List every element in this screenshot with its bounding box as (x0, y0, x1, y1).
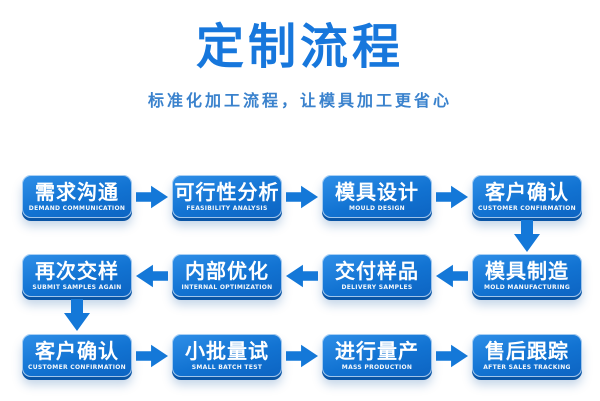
step-title-zh: 再次交样 (35, 258, 119, 283)
step-caption-en: DEMAND COMMUNICATION (28, 204, 126, 212)
arrow-left-icon (286, 264, 318, 287)
connector (432, 175, 472, 218)
step-customer-confirmation-1: 客户确认 CUSTOMER CONFIRMATION (472, 175, 582, 218)
arrow-right-icon (286, 185, 318, 208)
arrow-left-icon (436, 264, 468, 287)
step-mould-design: 模具设计 MOULD DESIGN (322, 175, 432, 218)
step-caption-en: CUSTOMER CONFIRMATION (28, 363, 126, 371)
step-title-zh: 模具制造 (485, 258, 569, 283)
step-small-batch-test: 小批量试 SMALL BATCH TEST (172, 334, 282, 377)
connector (132, 254, 172, 297)
flow-row-1: 需求沟通 DEMAND COMMUNICATION 可行性分析 FEASIBIL… (22, 175, 582, 218)
step-title-zh: 交付样品 (335, 258, 419, 283)
arrow-right-icon (136, 344, 168, 367)
arrow-left-icon (136, 264, 168, 287)
step-caption-en: SMALL BATCH TEST (191, 363, 263, 371)
page-title: 定制流程 (195, 19, 404, 75)
step-title-zh: 小批量试 (185, 338, 269, 363)
step-title-zh: 客户确认 (35, 338, 119, 363)
step-title-zh: 需求沟通 (35, 179, 119, 204)
arrow-right-icon (286, 344, 318, 367)
step-mold-manufacturing: 模具制造 MOLD MANUFACTURING (472, 254, 582, 297)
connector (432, 254, 472, 297)
step-title-zh: 内部优化 (185, 258, 269, 283)
arrow-right-icon (436, 185, 468, 208)
step-mass-production: 进行量产 MASS PRODUCTION (322, 334, 432, 377)
step-caption-en: DELIVERY SAMPLES (341, 283, 413, 291)
arrow-right-icon (436, 344, 468, 367)
arrow-down-icon (64, 299, 90, 331)
step-caption-en: INTERNAL OPTIMIZATION (181, 283, 273, 291)
step-caption-en: AFTER SALES TRACKING (483, 363, 571, 371)
arrow-down-icon (514, 220, 540, 252)
step-internal-optimization: 内部优化 INTERNAL OPTIMIZATION (172, 254, 282, 297)
step-caption-en: SUBMIT SAMPLES AGAIN (32, 283, 122, 291)
step-caption-en: MOULD DESIGN (348, 204, 405, 212)
connector (282, 175, 322, 218)
connector (282, 254, 322, 297)
page-subtitle: 标准化加工流程，让模具加工更省心 (147, 91, 452, 110)
step-title-zh: 客户确认 (485, 179, 569, 204)
connector (432, 334, 472, 377)
step-caption-en: CUSTOMER CONFIRMATION (478, 204, 576, 212)
connector (132, 175, 172, 218)
step-feasibility-analysis: 可行性分析 FEASIBILITY ANALYSIS (172, 175, 282, 218)
arrow-right-icon (136, 185, 168, 208)
step-delivery-samples: 交付样品 DELIVERY SAMPLES (322, 254, 432, 297)
step-after-sales-tracking: 售后跟踪 AFTER SALES TRACKING (472, 334, 582, 377)
step-caption-en: MOLD MANUFACTURING (483, 283, 571, 291)
flow-row-3: 客户确认 CUSTOMER CONFIRMATION 小批量试 SMALL BA… (22, 334, 582, 377)
step-caption-en: MASS PRODUCTION (341, 363, 413, 371)
step-caption-en: FEASIBILITY ANALYSIS (186, 204, 268, 212)
step-title-zh: 可行性分析 (174, 179, 280, 204)
step-title-zh: 模具设计 (335, 179, 419, 204)
step-title-zh: 售后跟踪 (485, 338, 569, 363)
connector (132, 334, 172, 377)
connector (282, 334, 322, 377)
step-demand-communication: 需求沟通 DEMAND COMMUNICATION (22, 175, 132, 218)
step-submit-samples-again: 再次交样 SUBMIT SAMPLES AGAIN (22, 254, 132, 297)
flow-row-2: 再次交样 SUBMIT SAMPLES AGAIN 内部优化 INTERNAL … (22, 254, 582, 297)
step-title-zh: 进行量产 (335, 338, 419, 363)
step-customer-confirmation-2: 客户确认 CUSTOMER CONFIRMATION (22, 334, 132, 377)
